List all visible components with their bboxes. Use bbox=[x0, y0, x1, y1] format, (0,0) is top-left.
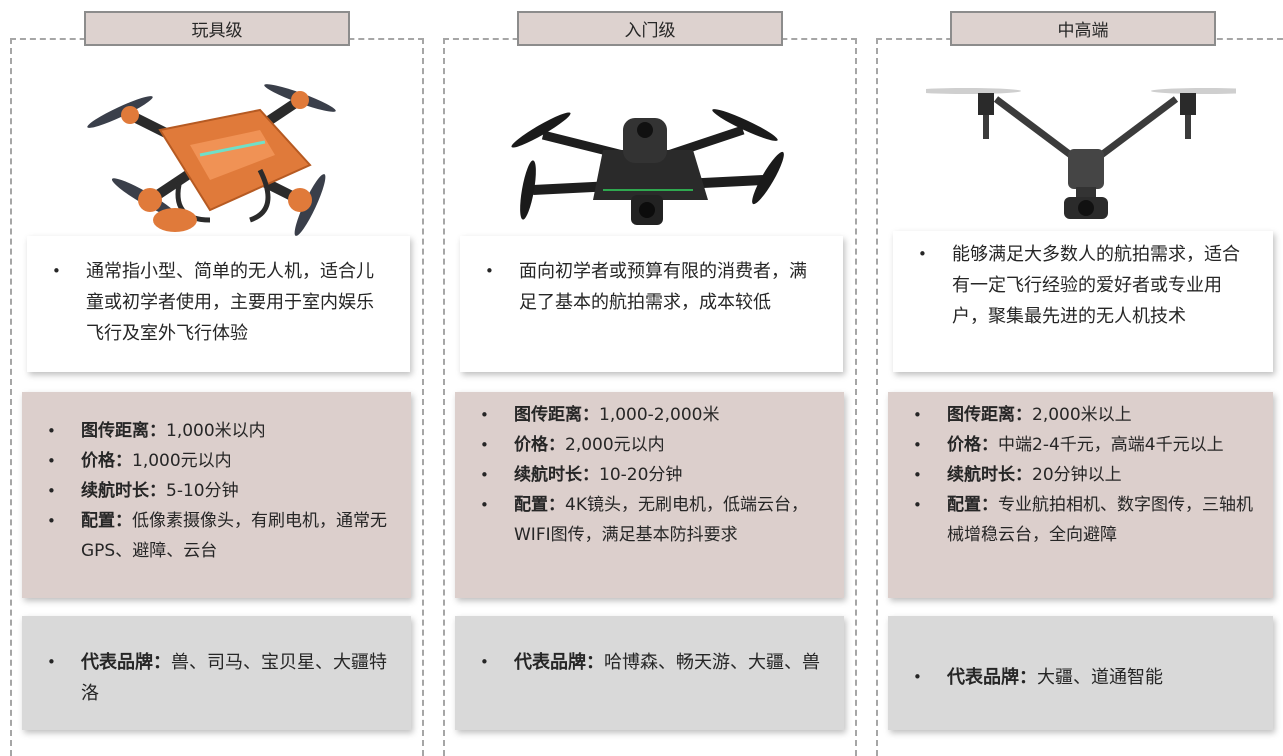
spec-item: 价格：1,000元以内 bbox=[45, 446, 397, 476]
column-entry: 入门级 面向初学者或预算有限的消费者，满足了基本的航拍需求，成本较低 图传距离：… bbox=[433, 0, 863, 756]
description-card: 能够满足大多数人的航拍需求，适合有一定飞行经验的爱好者或专业用户，聚集最先进的无… bbox=[893, 231, 1273, 372]
specs-card: 图传距离：2,000米以上 价格：中端2-4千元，高端4千元以上 续航时长：20… bbox=[888, 392, 1273, 598]
tier-label: 玩具级 bbox=[84, 11, 350, 46]
spec-item: 图传距离：1,000-2,000米 bbox=[478, 400, 830, 430]
specs-card: 图传距离：1,000米以内 价格：1,000元以内 续航时长：5-10分钟 配置… bbox=[22, 392, 411, 598]
description-card: 面向初学者或预算有限的消费者，满足了基本的航拍需求，成本较低 bbox=[460, 236, 843, 372]
spec-item: 图传距离：1,000米以内 bbox=[45, 416, 397, 446]
pro-drone-image bbox=[926, 88, 1236, 219]
tier-label: 入门级 bbox=[517, 11, 783, 46]
description-text: 能够满足大多数人的航拍需求，适合有一定飞行经验的爱好者或专业用户，聚集最先进的无… bbox=[916, 239, 1253, 332]
description-text: 通常指小型、简单的无人机，适合儿童或初学者使用，主要用于室内娱乐飞行及室外飞行体… bbox=[50, 256, 390, 349]
brands-item: 代表品牌：哈博森、畅天游、大疆、兽 bbox=[478, 647, 824, 678]
spec-item: 续航时长：20分钟以上 bbox=[911, 460, 1259, 490]
spec-item: 价格：中端2-4千元，高端4千元以上 bbox=[911, 430, 1259, 460]
brands-card: 代表品牌：哈博森、畅天游、大疆、兽 bbox=[455, 616, 844, 730]
spec-item: 配置：专业航拍相机、数字图传，三轴机械增稳云台，全向避障 bbox=[911, 490, 1259, 550]
description-text: 面向初学者或预算有限的消费者，满足了基本的航拍需求，成本较低 bbox=[483, 256, 823, 318]
description-card: 通常指小型、简单的无人机，适合儿童或初学者使用，主要用于室内娱乐飞行及室外飞行体… bbox=[27, 236, 410, 372]
tier-label: 中高端 bbox=[950, 11, 1216, 46]
spec-item: 价格：2,000元以内 bbox=[478, 430, 830, 460]
spec-item: 续航时长：5-10分钟 bbox=[45, 476, 397, 506]
brands-item: 代表品牌：大疆、道通智能 bbox=[911, 662, 1253, 693]
brands-card: 代表品牌：兽、司马、宝贝星、大疆特洛 bbox=[22, 616, 411, 730]
spec-item: 配置：4K镜头，无刷电机，低端云台，WIFI图传，满足基本防抖要求 bbox=[478, 490, 830, 550]
column-pro: 中高端 能够满足大多数人的航拍需求，适合有一定飞行经验的爱好者或专业用户，聚集最… bbox=[866, 0, 1283, 756]
specs-card: 图传距离：1,000-2,000米 价格：2,000元以内 续航时长：10-20… bbox=[455, 392, 844, 598]
column-toy: 玩具级 通常指小型、简单的无人机，适合儿童或初学者使用，主要用于室内娱乐飞行及室… bbox=[0, 0, 430, 756]
brands-card: 代表品牌：大疆、道通智能 bbox=[888, 616, 1273, 730]
spec-item: 配置：低像素摄像头，有刷电机，通常无GPS、避障、云台 bbox=[45, 506, 397, 566]
spec-item: 图传距离：2,000米以上 bbox=[911, 400, 1259, 430]
toy-drone-image bbox=[87, 84, 336, 236]
entry-drone-image bbox=[511, 109, 784, 225]
brands-item: 代表品牌：兽、司马、宝贝星、大疆特洛 bbox=[45, 647, 391, 709]
spec-item: 续航时长：10-20分钟 bbox=[478, 460, 830, 490]
